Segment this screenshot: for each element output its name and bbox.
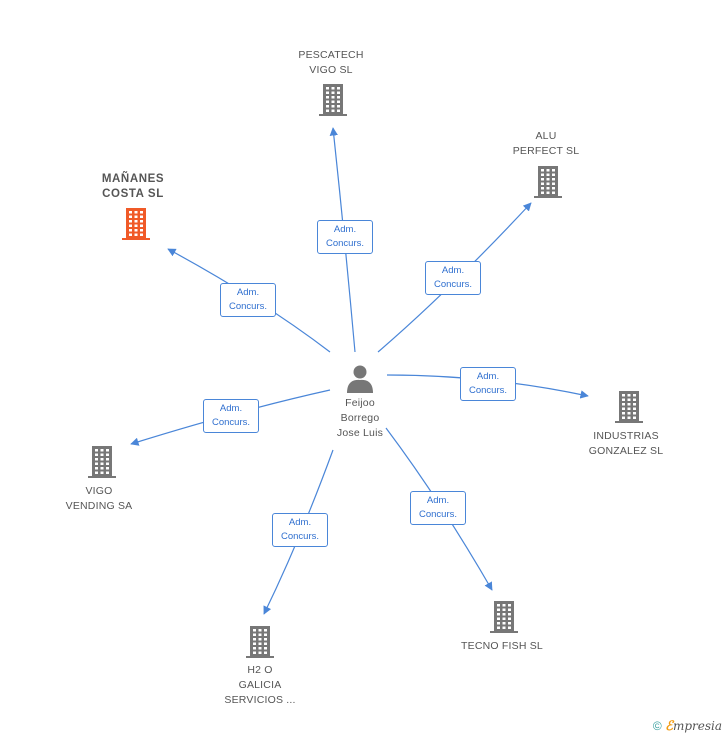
center-person-label[interactable]: Feijoo Borrego Jose Luis bbox=[336, 397, 384, 439]
relation-label-alu[interactable]: Adm. Concurs. bbox=[425, 261, 481, 295]
building-icon[interactable] bbox=[88, 446, 116, 478]
building-icon[interactable] bbox=[122, 208, 150, 240]
company-label-manianes[interactable]: MAÑANES COSTA SL bbox=[101, 173, 165, 200]
empresia-logo-text: mpresia bbox=[672, 719, 722, 733]
building-icon[interactable] bbox=[246, 626, 274, 658]
company-label-vigovending[interactable]: VIGO VENDING SA bbox=[65, 485, 133, 512]
person-icon[interactable] bbox=[347, 365, 373, 394]
relation-label-manianes[interactable]: Adm. Concurs. bbox=[220, 283, 276, 317]
building-icon[interactable] bbox=[490, 601, 518, 633]
relation-label-tecnofish[interactable]: Adm. Concurs. bbox=[410, 491, 466, 525]
company-label-industrias[interactable]: INDUSTRIAS GONZALEZ SL bbox=[588, 430, 664, 457]
relation-label-industrias[interactable]: Adm. Concurs. bbox=[460, 367, 516, 401]
copyright-footer: © ℰmpresia bbox=[653, 718, 722, 734]
copyright-icon: © bbox=[652, 719, 662, 733]
company-label-alu[interactable]: ALU PERFECT SL bbox=[512, 130, 580, 157]
company-label-h2o[interactable]: H2 O GALICIA SERVICIOS ... bbox=[224, 664, 296, 706]
relation-label-pescatech[interactable]: Adm. Concurs. bbox=[317, 220, 373, 254]
building-icon[interactable] bbox=[319, 84, 347, 116]
empresia-logo-e: ℰ bbox=[665, 718, 673, 733]
relation-label-vigovending[interactable]: Adm. Concurs. bbox=[203, 399, 259, 433]
company-label-tecnofish[interactable]: TECNO FISH SL bbox=[461, 640, 543, 652]
building-icon[interactable] bbox=[534, 166, 562, 198]
company-label-pescatech[interactable]: PESCATECH VIGO SL bbox=[298, 49, 364, 76]
relation-label-h2o[interactable]: Adm. Concurs. bbox=[272, 513, 328, 547]
building-icon[interactable] bbox=[615, 391, 643, 423]
